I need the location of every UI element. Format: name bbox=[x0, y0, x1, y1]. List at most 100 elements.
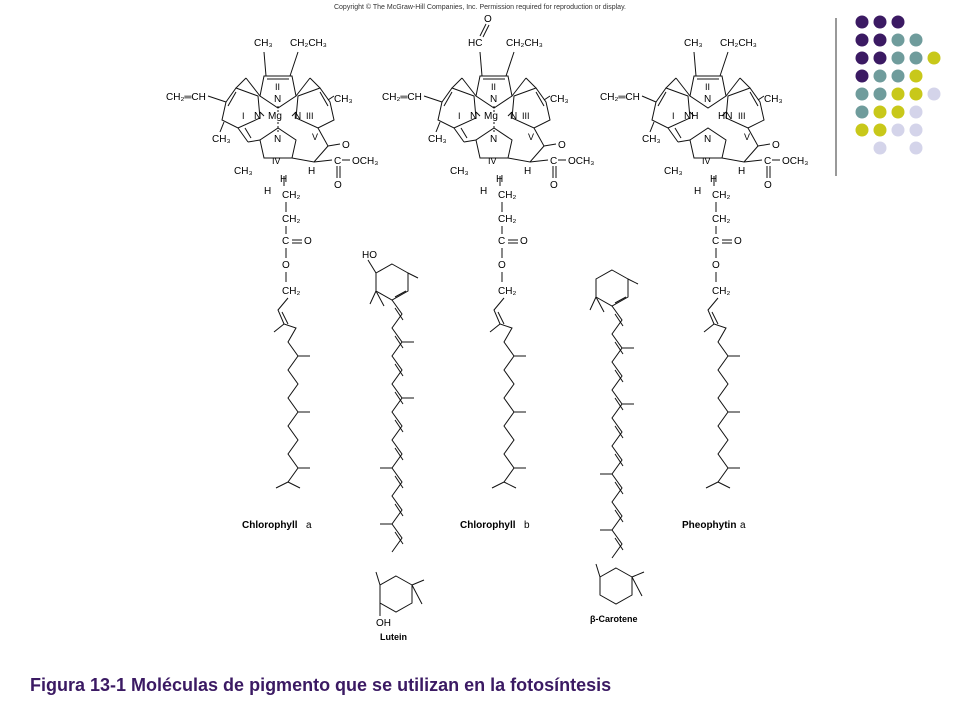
nitrogen-label: N bbox=[490, 94, 497, 105]
decorative-dot bbox=[891, 105, 905, 119]
vinyl-label: CH₂═CH bbox=[382, 92, 422, 103]
carbon-label: C bbox=[550, 156, 557, 167]
carbon-label: C bbox=[712, 236, 719, 247]
decorative-dot bbox=[909, 51, 923, 65]
vinyl-label: CH₂═CH bbox=[600, 92, 640, 103]
ring-v-label: V bbox=[744, 132, 750, 142]
methylene-label: CH₂ bbox=[282, 214, 300, 225]
decorative-dot bbox=[891, 69, 905, 83]
decorative-dot bbox=[927, 51, 941, 65]
ring-v-label: V bbox=[312, 132, 318, 142]
decorative-dot bbox=[855, 69, 869, 83]
ring-i-label: I bbox=[458, 111, 461, 121]
ring-iv-label: IV bbox=[702, 156, 711, 166]
ring-iii-label: III bbox=[738, 111, 746, 121]
methyl-label: CH₃ bbox=[550, 94, 569, 105]
pheophytin-a-suffix: a bbox=[740, 520, 746, 531]
decorative-dot bbox=[909, 141, 923, 155]
aldehyde-label: HC bbox=[468, 38, 482, 49]
pheophytin-a-name: Pheophytin bbox=[682, 520, 736, 531]
decorative-dot bbox=[855, 15, 869, 29]
methoxy-label: OCH₃ bbox=[782, 156, 808, 167]
carbon-label: C bbox=[282, 236, 289, 247]
methyl-label: CH₃ bbox=[428, 134, 447, 145]
decorative-dot bbox=[855, 87, 869, 101]
oxygen-label: O bbox=[550, 180, 558, 191]
carbon-label: C bbox=[334, 156, 341, 167]
methylene-label: CH₂ bbox=[282, 190, 300, 201]
ring-i-label: I bbox=[242, 111, 245, 121]
nitrogen-label: N bbox=[470, 111, 477, 122]
hydrogen-label: H bbox=[308, 166, 315, 177]
decorative-dot bbox=[891, 33, 905, 47]
oxygen-label: O bbox=[558, 140, 566, 151]
decorative-dot bbox=[855, 105, 869, 119]
decorative-dot bbox=[909, 87, 923, 101]
figure-caption: Figura 13-1 Moléculas de pigmento que se… bbox=[30, 675, 612, 695]
ring-ii-label: II bbox=[491, 82, 496, 92]
methyl-label: CH₃ bbox=[764, 94, 783, 105]
hydroxyl-label: OH bbox=[376, 618, 391, 629]
ring-ii-label: II bbox=[275, 82, 280, 92]
methylene-label: CH₂ bbox=[712, 286, 730, 297]
hydrogen-label: H bbox=[738, 166, 745, 177]
oxygen-label: O bbox=[342, 140, 350, 151]
ring-iii-label: III bbox=[306, 111, 314, 121]
ethyl-label: CH₂CH₃ bbox=[720, 38, 757, 49]
methyl-label: CH₃ bbox=[450, 166, 469, 177]
chlorophyll-a-name: Chlorophyll bbox=[242, 520, 298, 531]
nitrogen-label: N bbox=[274, 94, 281, 105]
chlorophyll-b-name: Chlorophyll bbox=[460, 520, 516, 531]
methyl-label: CH₃ bbox=[212, 134, 231, 145]
decorative-dot bbox=[873, 33, 887, 47]
chlorophyll-a-suffix: a bbox=[306, 520, 312, 531]
decorative-dot bbox=[873, 87, 887, 101]
decorative-dot bbox=[909, 33, 923, 47]
decorative-dot bbox=[891, 51, 905, 65]
oxygen-label: O bbox=[712, 260, 720, 271]
decorative-dot bbox=[873, 15, 887, 29]
ring-iv-label: IV bbox=[488, 156, 497, 166]
oxygen-label: O bbox=[772, 140, 780, 151]
ring-iii-label: III bbox=[522, 111, 530, 121]
methylene-label: CH₂ bbox=[498, 286, 516, 297]
decorative-dot bbox=[891, 87, 905, 101]
hydrogen-label: H bbox=[694, 186, 701, 197]
methoxy-label: OCH₃ bbox=[568, 156, 594, 167]
methyl-label: CH₃ bbox=[234, 166, 253, 177]
chlorophyll-a-structure: II I III IV V N Mg N N N CH₃ CH₂CH₃ CH₂═… bbox=[166, 38, 378, 531]
nitrogen-label: N bbox=[254, 111, 261, 122]
oxygen-label: O bbox=[734, 236, 742, 247]
methyl-label: CH₃ bbox=[684, 38, 703, 49]
decorative-dot bbox=[909, 69, 923, 83]
methoxy-label: OCH₃ bbox=[352, 156, 378, 167]
decorative-dot bbox=[873, 51, 887, 65]
vinyl-label: CH₂═CH bbox=[166, 92, 206, 103]
beta-carotene-name: β-Carotene bbox=[590, 614, 638, 624]
methyl-label: CH₃ bbox=[334, 94, 353, 105]
methyl-label: CH₃ bbox=[642, 134, 661, 145]
oxygen-label: O bbox=[764, 180, 772, 191]
methyl-label: CH₃ bbox=[664, 166, 683, 177]
carbon-label: C bbox=[498, 236, 505, 247]
metal-label: Mg bbox=[484, 111, 498, 122]
decorative-dot bbox=[855, 33, 869, 47]
decorative-dot bbox=[891, 15, 905, 29]
carbon-label: C bbox=[764, 156, 771, 167]
decorative-dot bbox=[927, 87, 941, 101]
metal-label: Mg bbox=[268, 111, 282, 122]
decorative-dot bbox=[855, 51, 869, 65]
decorative-dot bbox=[855, 123, 869, 137]
ring-i-label: I bbox=[672, 111, 675, 121]
ring-iv-label: IV bbox=[272, 156, 281, 166]
hydroxyl-label: HO bbox=[362, 250, 377, 261]
methylene-label: CH₂ bbox=[712, 190, 730, 201]
methylene-label: CH₂ bbox=[712, 214, 730, 225]
pheophytin-a-structure: II I III IV V NH HN N N CH₃ CH₂CH₃ CH₂═C… bbox=[600, 38, 808, 531]
lutein-name: Lutein bbox=[380, 632, 407, 642]
copyright-notice: Copyright © The McGraw-Hill Companies, I… bbox=[333, 4, 626, 11]
ring-ii-label: II bbox=[705, 82, 710, 92]
decorative-dot bbox=[873, 105, 887, 119]
chlorophyll-b-structure: II I III IV V N Mg N N N HC O CH₂CH₃ CH₂… bbox=[382, 14, 594, 531]
